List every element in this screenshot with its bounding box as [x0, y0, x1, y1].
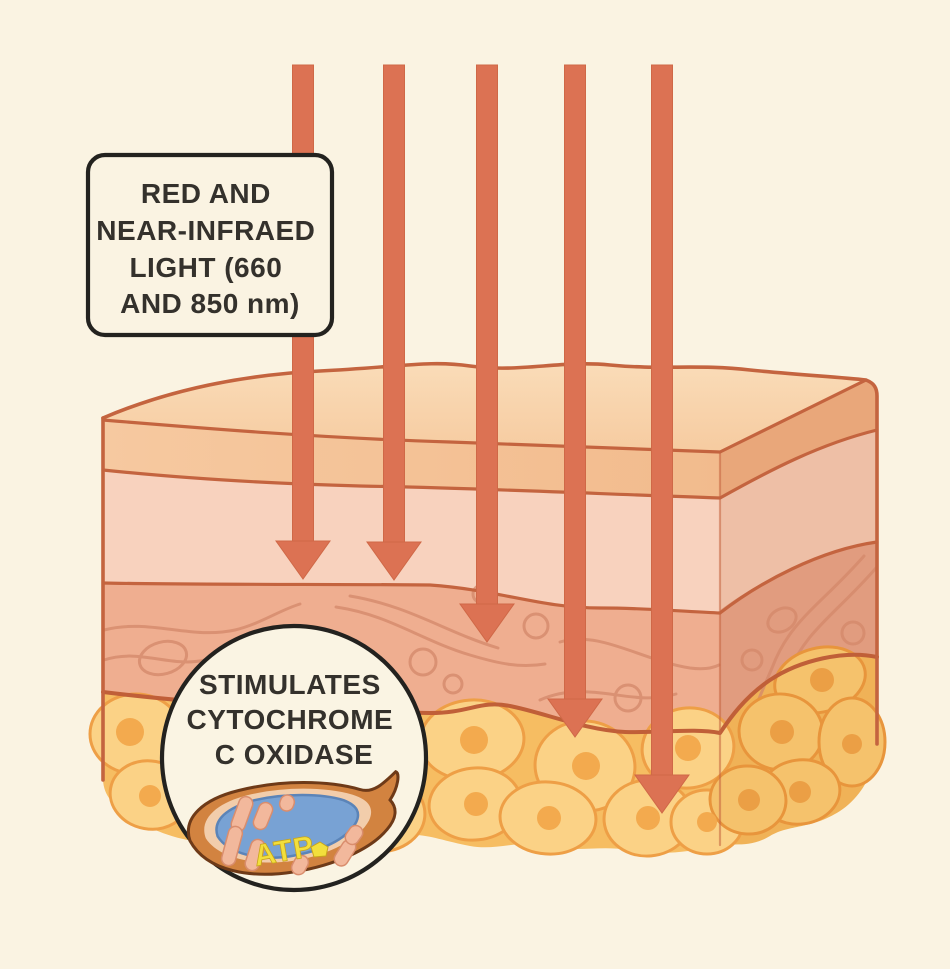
dermis-upper-layer-side [720, 430, 877, 610]
fat-cell-nucleus [464, 792, 488, 816]
light-label-box: RED AND NEAR-INFRAED LIGHT (660 AND 850 … [85, 152, 335, 338]
label-line: AND 850 nm) [120, 288, 300, 319]
collagen-fiber [102, 654, 207, 664]
light-arrow-head [634, 774, 690, 814]
fat-cell-nucleus [116, 718, 144, 746]
fat-cell-nucleus [636, 806, 660, 830]
atp-molecule-dot [310, 841, 329, 858]
fat-cell-nucleus [738, 789, 760, 811]
mitochondrion-cristae [220, 794, 364, 876]
crista [252, 801, 274, 831]
label-line: RED AND [141, 178, 271, 209]
light-arrow-head [275, 540, 331, 580]
fat-cell-nucleus [770, 720, 794, 744]
label-line: NEAR-INFRAED [96, 215, 315, 246]
collagen-ring [137, 639, 189, 677]
fat-cell-nucleus [697, 812, 717, 832]
fat-cell-nucleus [139, 785, 161, 807]
fat-cell-nucleus [810, 668, 834, 692]
callout-line: C OXIDASE [215, 739, 374, 770]
fat-cell-nucleus [537, 806, 561, 830]
collagen-ring [840, 620, 866, 646]
light-arrow-head [366, 541, 422, 581]
light-arrow-head [547, 698, 603, 738]
crista [344, 824, 364, 846]
fat-cell-nucleus [842, 734, 862, 754]
light-arrow-head [459, 603, 515, 643]
collagen-fiber [102, 602, 302, 635]
crista [244, 838, 266, 872]
collagen-fiber [334, 605, 547, 668]
dermis-lower-layer-side [720, 542, 877, 733]
fat-cell-nuclei-side [738, 668, 862, 811]
crista [278, 794, 296, 812]
fat-cell-nucleus [789, 781, 811, 803]
light-arrow-shaft [564, 64, 586, 702]
epidermis-bottom-line [101, 428, 879, 500]
callout-text: STIMULATES CYTOCHROME C OXIDASE [187, 669, 402, 770]
collagen-ring [408, 647, 438, 677]
collagen-ring [766, 606, 798, 634]
collagen-ring [613, 683, 643, 713]
collagen-ring [522, 612, 550, 640]
dermis-split-line [101, 540, 879, 615]
light-arrow-shaft [651, 64, 673, 778]
light-arrow-shaft [476, 64, 498, 607]
fat-cell-nucleus [460, 726, 488, 754]
mitochondrion: ATP [187, 770, 400, 876]
collagen-fiber [558, 637, 721, 671]
fat-cell-nucleus [675, 735, 701, 761]
crista [290, 854, 310, 876]
fat-cell-nucleus [572, 752, 600, 780]
fat-cells-side [708, 645, 887, 836]
light-arrow-shaft [383, 64, 405, 545]
label-box-text: RED AND NEAR-INFRAED LIGHT (660 AND 850 … [96, 178, 323, 319]
collagen-fiber [348, 594, 500, 650]
collagen-ring [740, 648, 764, 672]
callout-line: STIMULATES [199, 669, 381, 700]
label-line: LIGHT (660 [129, 252, 282, 283]
label-box-frame [85, 152, 335, 338]
cytochrome-callout: STIMULATES CYTOCHROME C OXIDASE ATP [159, 623, 429, 893]
crista [220, 825, 244, 867]
callout-line: CYTOCHROME [187, 704, 394, 735]
collagen-ring [442, 673, 464, 695]
epidermis-layer-side [720, 380, 877, 498]
